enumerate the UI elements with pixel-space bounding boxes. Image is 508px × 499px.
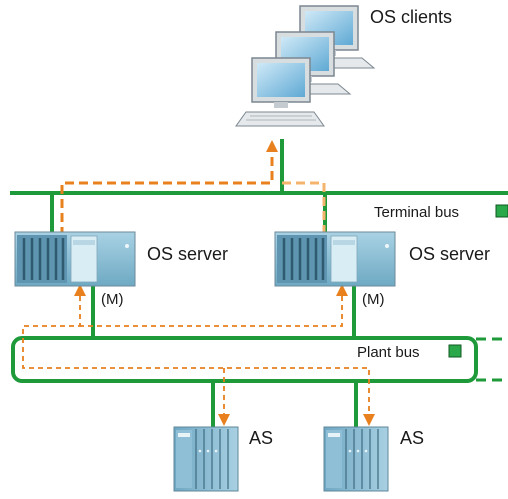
plant-bus-label: Plant bus <box>357 344 420 361</box>
active-path <box>60 150 274 236</box>
as-right-label: AS <box>400 428 424 448</box>
automation-system-icon <box>323 426 389 492</box>
terminal-bus-legend-square <box>495 204 508 218</box>
plant-path <box>22 287 370 418</box>
server-icon <box>14 231 136 287</box>
redundant-path-light <box>282 181 326 236</box>
arrow-icon <box>74 140 375 426</box>
os-clients-label: OS clients <box>370 7 452 27</box>
as-left-label: AS <box>249 428 273 448</box>
monitor-icon <box>299 5 376 69</box>
os-clients-group <box>235 5 376 127</box>
automation-system-icon <box>173 426 239 492</box>
plant-bus-legend-square <box>448 344 462 358</box>
plant-bus-ring <box>11 336 478 383</box>
master-right-label: (M) <box>362 291 385 308</box>
plant-bus-continuation <box>476 337 508 382</box>
server-icon <box>274 231 396 287</box>
master-left-label: (M) <box>101 291 124 308</box>
monitor-icon <box>235 57 325 127</box>
os-server-right-label: OS server <box>409 244 490 264</box>
os-server-left-label: OS server <box>147 244 228 264</box>
terminal-bus-label: Terminal bus <box>374 204 459 221</box>
